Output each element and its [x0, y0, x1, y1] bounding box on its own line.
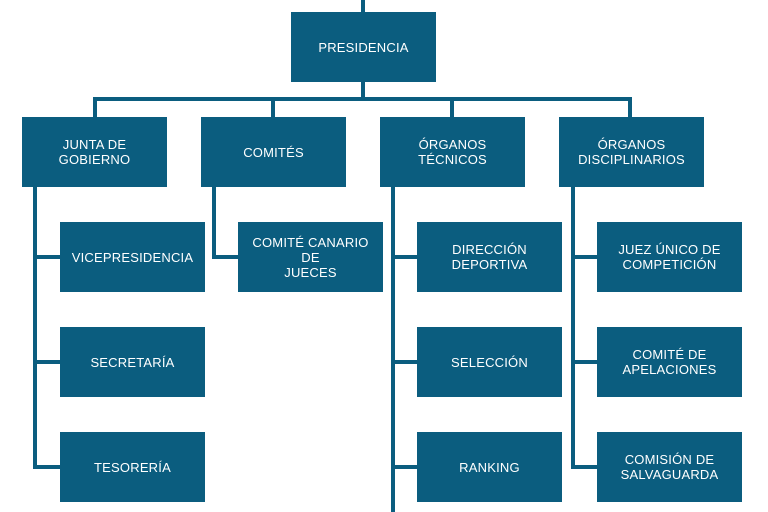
- node-presidencia: PRESIDENCIA: [291, 12, 436, 82]
- node-direccion-deportiva: DIRECCIÓN DEPORTIVA: [417, 222, 562, 292]
- node-comites: COMITÉS: [201, 117, 346, 187]
- node-juez-unico-de-competicion: JUEZ ÚNICO DE COMPETICIÓN: [597, 222, 742, 292]
- node-vicepresidencia: VICEPRESIDENCIA: [60, 222, 205, 292]
- node-junta-de-gobierno: JUNTA DE GOBIERNO: [22, 117, 167, 187]
- node-organos-tecnicos: ÓRGANOS TÉCNICOS: [380, 117, 525, 187]
- node-comision-de-salvaguarda: COMISIÓN DE SALVAGUARDA: [597, 432, 742, 502]
- node-organos-disciplinarios: ÓRGANOS DISCIPLINARIOS: [559, 117, 704, 187]
- node-comite-de-apelaciones: COMITÉ DE APELACIONES: [597, 327, 742, 397]
- node-seleccion: SELECCIÓN: [417, 327, 562, 397]
- node-ranking: RANKING: [417, 432, 562, 502]
- node-tesoreria: TESORERÍA: [60, 432, 205, 502]
- node-comite-canario-de-jueces: COMITÉ CANARIO DE JUECES: [238, 222, 383, 292]
- node-secretaria: SECRETARÍA: [60, 327, 205, 397]
